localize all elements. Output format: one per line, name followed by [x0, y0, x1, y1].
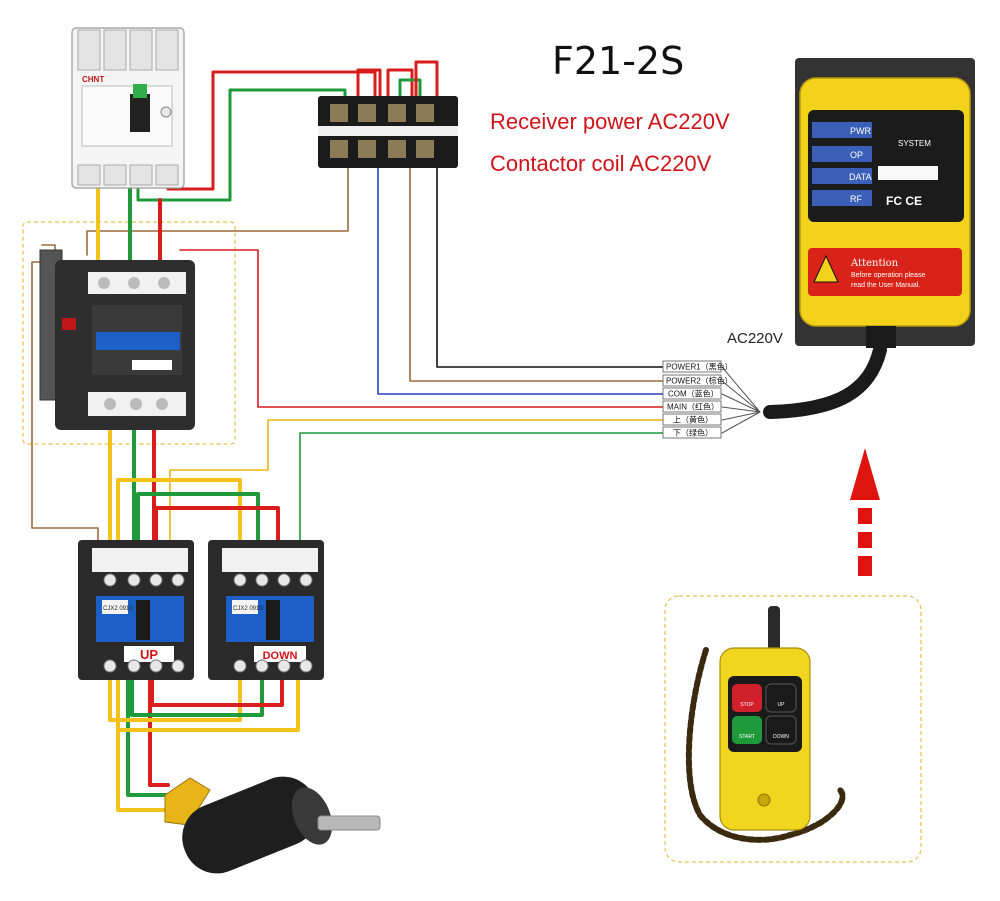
attention-title: Attention	[850, 258, 899, 269]
wire-brown-terminal-contactor	[86, 159, 349, 256]
up-button[interactable]	[765, 683, 797, 713]
remote-control: STOP UP START DOWN	[685, 606, 846, 843]
wire-red-loop-2	[386, 68, 414, 102]
diagram-title: F21-2S	[552, 39, 684, 83]
indicator-rf	[812, 190, 872, 206]
up-contactor: CJX2 0910 UP	[78, 540, 194, 680]
up-button-label: UP	[778, 702, 786, 708]
remote-strap	[685, 647, 846, 843]
breaker-brand: CHNT	[82, 75, 104, 84]
attention-line-1: Before operation please	[851, 272, 925, 279]
label-box-main	[662, 400, 722, 413]
label-down: 下（绿色）	[673, 428, 713, 438]
wire-green-bottom-cross	[130, 678, 264, 717]
terminal-block	[318, 96, 458, 168]
label-com: COM（蓝色）	[668, 389, 719, 399]
receiver-cert-marks: FC CE	[886, 194, 922, 208]
terminal-labels: POWER1（黑色） POWER2（棕色） COM（蓝色） MAIN（红色） 上…	[662, 360, 733, 439]
remote-antenna	[768, 606, 780, 652]
start-button[interactable]	[732, 716, 762, 744]
circuit-breaker: CHNT	[71, 27, 185, 189]
cable-fanout	[721, 366, 761, 434]
stop-button[interactable]	[732, 684, 762, 712]
up-contactor-model: CJX2 0910	[103, 606, 133, 612]
indicator-data	[812, 168, 872, 184]
wire-red-loop-3	[414, 60, 439, 102]
down-button[interactable]	[765, 715, 797, 745]
label-main: MAIN（红色）	[667, 402, 719, 412]
wire-red-cross	[154, 506, 280, 562]
cable-gland	[866, 326, 896, 348]
receiver-cable	[763, 343, 887, 419]
indicator-op-label: OP	[850, 150, 863, 160]
main-contactor	[39, 249, 195, 430]
motor-body	[182, 776, 318, 874]
label-power1: POWER1（黑色）	[666, 362, 733, 372]
label-box-down	[662, 426, 722, 439]
wire-yellow-up	[169, 419, 664, 546]
wire-green-breaker-terminal	[136, 88, 347, 202]
up-label: UP	[140, 647, 158, 662]
wire-yellow-bottom-2	[116, 678, 300, 732]
indicator-data-label: DATA	[849, 172, 872, 182]
down-button-label: DOWN	[773, 734, 789, 740]
wire-red-loop	[356, 68, 382, 102]
note-receiver-power: Receiver power AC220V	[490, 109, 730, 134]
label-up: 上（黄色）	[673, 415, 713, 425]
receiver-unit: SYSTEM PWR OP DATA RF FC CE Attention Be…	[795, 58, 975, 348]
warning-icon	[813, 254, 839, 283]
down-label: DOWN	[263, 650, 298, 662]
label-box-com	[662, 387, 722, 400]
down-contactor: CJX2 0910 DOWN	[208, 540, 324, 680]
receiver-system-label: SYSTEM	[898, 139, 931, 148]
indicator-op	[812, 146, 872, 162]
wire-yellow-cross	[116, 478, 242, 562]
motor-terminal-box	[164, 777, 211, 826]
stop-label: STOP	[740, 702, 754, 708]
indicator-pwr	[812, 122, 872, 138]
wire-red-bottom-cross	[150, 678, 284, 707]
label-power2: POWER2（棕色）	[666, 376, 733, 386]
wire-green-cross	[136, 492, 260, 562]
receiver-voltage: AC220V	[727, 330, 783, 347]
indicator-rf-label: RF	[850, 194, 862, 204]
wire-blue-com	[377, 159, 664, 395]
wire-green-down	[299, 432, 664, 546]
wire-black-power1	[436, 159, 664, 368]
down-contactor-model: CJX2 0910	[233, 606, 263, 612]
remote-group-box	[664, 595, 922, 863]
remote-screw	[757, 793, 771, 807]
wire-yellow-motor	[116, 678, 177, 812]
indicator-pwr-label: PWR	[850, 126, 871, 136]
wire-green-loop	[398, 78, 422, 102]
wire-red-main	[179, 249, 664, 408]
motor	[164, 776, 381, 874]
label-box-power1	[662, 360, 722, 373]
attention-line-2: read the User Manual.	[851, 282, 920, 289]
motor-shaft	[317, 815, 381, 831]
arrow-head	[850, 448, 880, 500]
label-box-up	[662, 413, 722, 426]
note-contactor-coil: Contactor coil AC220V	[490, 151, 712, 176]
wire-brown-power2	[409, 159, 664, 382]
wire-yellow-bottom-cross	[108, 678, 242, 722]
wires	[31, 60, 887, 812]
signal-arrow	[850, 448, 880, 576]
label-box-power2	[662, 374, 722, 387]
start-label: START	[739, 734, 755, 740]
